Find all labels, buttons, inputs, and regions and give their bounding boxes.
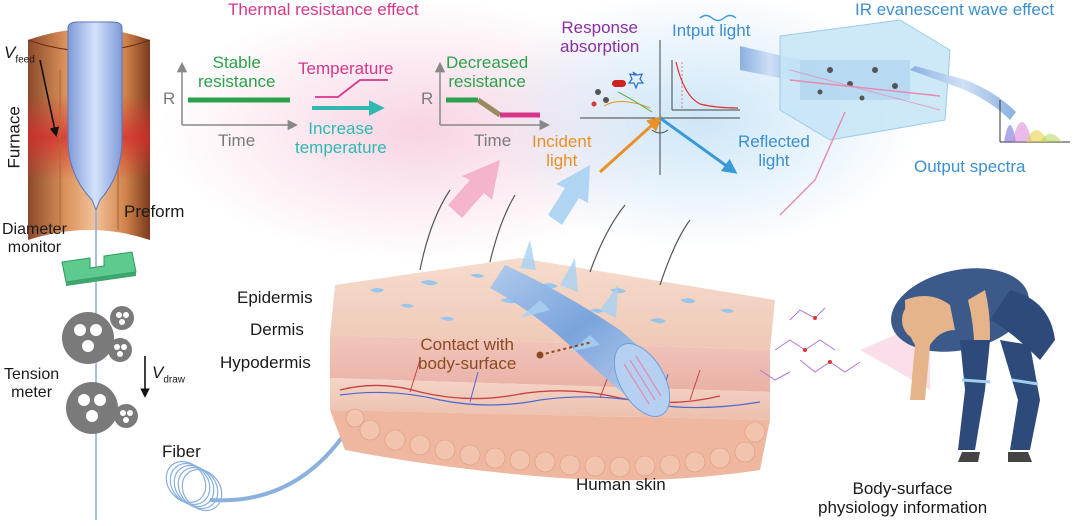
axis-r-label-1: R [163, 89, 176, 108]
waveguide-to-skin-link [779, 111, 846, 216]
contact-pointer [539, 341, 593, 356]
ir-waveguide [740, 19, 1016, 141]
incident-light-label: Incident light [532, 132, 592, 170]
output-spectra-label: Output spectra [914, 157, 1026, 176]
reflection-interface [580, 40, 740, 175]
input-light-label: Intput light [672, 21, 751, 40]
hypodermis-label: Hypodermis [220, 353, 311, 372]
input-light-wave [699, 14, 737, 22]
athlete-figure [891, 268, 1055, 462]
contact-body-surface-label: Contact with body-surface [418, 335, 517, 373]
thermal-graph-stable [176, 61, 299, 131]
skin-biomolecules [759, 307, 861, 381]
dermis-label: Dermis [250, 320, 304, 339]
preform [67, 21, 123, 212]
fiber-label: Fiber [162, 442, 201, 461]
decreased-resistance-label: Decreased resistance [446, 53, 529, 91]
temperature-rise-curve [315, 79, 388, 98]
ir-up-arrow [548, 165, 590, 225]
reflected-light-label: Reflected light [738, 132, 810, 170]
v-feed-label: Vfeed [4, 43, 35, 66]
axis-time-label-2: Time [474, 131, 512, 150]
diameter-monitor-label: Diameter monitor [2, 221, 67, 256]
body-surface-info-label: Body-surface physiology information [818, 479, 988, 517]
feed-arrow [39, 59, 60, 137]
tension-wheel-2 [110, 306, 134, 330]
tension-wheel-5 [114, 404, 138, 428]
furnace-label: Furnace [4, 106, 24, 169]
v-draw-label: Vdraw [152, 363, 186, 386]
response-absorption-label: Response absorption [560, 18, 640, 56]
fiber-on-skin [490, 240, 671, 417]
increase-temperature-label: Increase temperature [295, 119, 387, 157]
tension-meter-label: Tension meter [4, 366, 60, 401]
thermal-graph-decreased [434, 61, 551, 131]
tension-wheel-3 [108, 338, 132, 362]
axis-r-label-2: R [421, 89, 434, 108]
diameter-monitor [61, 251, 137, 286]
human-skin-label: Human skin [576, 475, 666, 494]
contact-dot [536, 351, 544, 359]
epidermis-label: Epidermis [237, 288, 313, 307]
ir-title: IR evanescent wave effect [855, 0, 1055, 19]
hairs [419, 189, 691, 286]
fiber-coil [165, 460, 223, 512]
output-spectra-plot [999, 100, 1070, 143]
tension-wheel-1 [62, 312, 114, 364]
temperature-label: Temperature [298, 59, 394, 78]
tension-wheel-4 [66, 382, 118, 434]
preform-label: Preform [124, 202, 185, 221]
thermal-up-arrow [448, 160, 500, 218]
thermal-title: Thermal resistance effect [228, 0, 419, 19]
stable-resistance-label: Stable resistance [198, 53, 276, 91]
evanescent-decay-plot [671, 60, 740, 111]
axis-time-label-1: Time [218, 131, 256, 150]
absorbing-molecules [591, 71, 653, 113]
